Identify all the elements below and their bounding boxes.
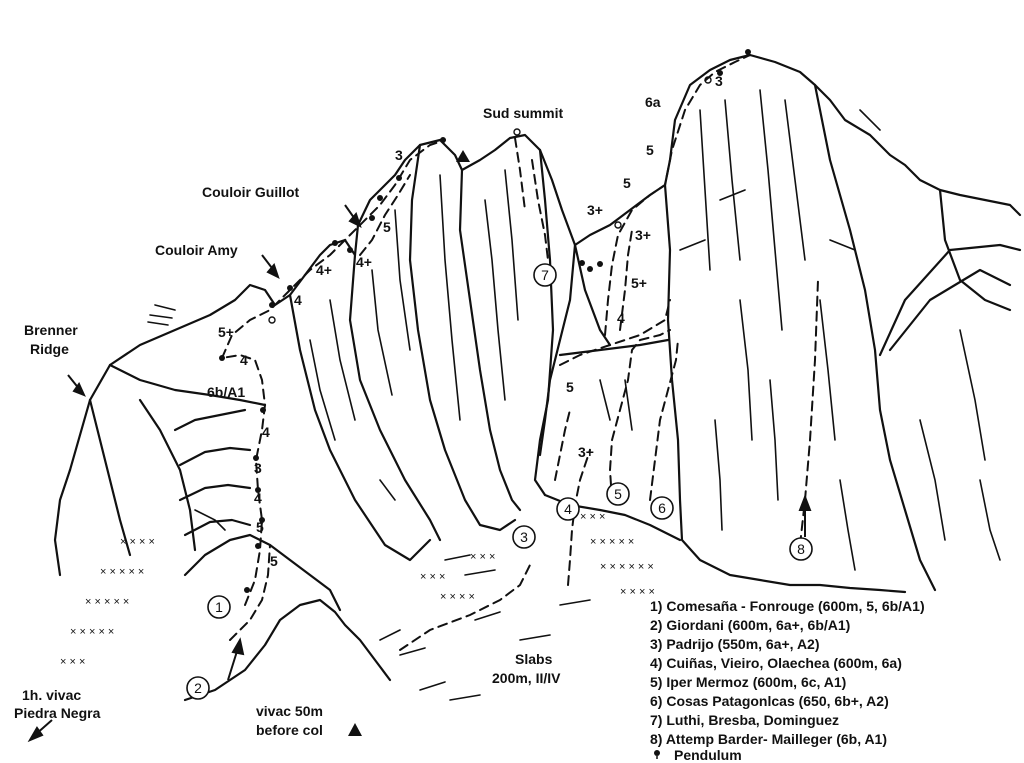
pendulum-icon (654, 750, 660, 756)
grade-label: 5 (623, 175, 631, 191)
svg-text:× × × × × ×: × × × × × × (600, 561, 654, 573)
route-number-4: 4 (564, 501, 572, 517)
grade-label: 4 (262, 424, 270, 440)
route-number-1: 1 (215, 599, 223, 615)
svg-text:× × ×: × × × (580, 511, 605, 523)
grade-label: 5 (256, 519, 264, 535)
rock-texture (147, 89, 1001, 701)
route-number-markers: 1 2 3 4 5 6 7 8 (186, 263, 813, 700)
grade-label: 4 (617, 310, 625, 326)
routes (221, 54, 819, 651)
route-number-5: 5 (614, 486, 622, 502)
svg-text:× × × ×: × × × × (620, 586, 655, 598)
grade-label: 3 (395, 147, 403, 163)
rock-outlines (53, 53, 1022, 702)
grade-label: 4 (294, 292, 302, 308)
legend-item: 3) Padrijo (550m, 6a+, A2) (650, 636, 820, 652)
legend-item: 2) Giordani (600m, 6a+, 6b/A1) (650, 617, 850, 633)
route-number-6: 6 (658, 500, 666, 516)
route-number-7: 7 (541, 267, 549, 283)
svg-text:× × ×: × × × (60, 656, 85, 668)
pitch-grades: 3 6a 5 5 3+ 3+ 5+ 4 5 3+ 4+ 5 4+ 4 5+ 4 … (207, 73, 723, 569)
legend-pendulum-label: Pendulum (674, 747, 742, 763)
grade-label: 6a (645, 94, 661, 110)
grade-label: 5 (566, 379, 574, 395)
couloir-amy-label: Couloir Amy (155, 242, 238, 258)
sud-summit-label: Sud summit (483, 105, 563, 121)
svg-text:× × ×: × × × (420, 571, 445, 583)
svg-text:× × × × ×: × × × × × (70, 626, 114, 638)
vivac-col-triangle-icon (348, 723, 362, 736)
grade-label: 5 (646, 142, 654, 158)
scree-field: × × × × × × × × × × × × × × × × × × × × … (60, 511, 655, 668)
grade-label: 3 (254, 460, 262, 476)
brenner-ridge-label-line1: Brenner (24, 322, 78, 338)
svg-text:× × ×: × × × (470, 551, 495, 563)
route-number-8: 8 (797, 541, 805, 557)
vivac-left-label-line2: Piedra Negra (14, 705, 101, 721)
grade-label: 5 (383, 219, 391, 235)
grade-label: 4 (240, 352, 248, 368)
slabs-label-line2: 200m, II/IV (492, 670, 561, 686)
legend-item: 4) Cuiñas, Vieiro, Olaechea (600m, 6a) (650, 655, 902, 671)
belay-dots (219, 49, 751, 593)
svg-text:× × × ×: × × × × (440, 591, 475, 603)
grade-label: 5 (270, 553, 278, 569)
grade-label: 6b/A1 (207, 384, 245, 400)
svg-text:× × × ×: × × × × (120, 536, 155, 548)
grade-label: 3+ (587, 202, 603, 218)
svg-text:× × × × ×: × × × × × (590, 536, 634, 548)
route-number-3: 3 (520, 529, 528, 545)
legend-item: 8) Attemp Barder- Mailleger (6b, A1) (650, 731, 887, 747)
grade-label: 3 (715, 73, 723, 89)
route-legend: 1) Comesaña - Fonrouge (600m, 5, 6b/A1) … (650, 598, 925, 763)
grade-label: 5+ (631, 275, 647, 291)
svg-text:× × × × ×: × × × × × (85, 596, 129, 608)
vivac-left-label-line1: 1h. vivac (22, 687, 81, 703)
brenner-ridge-label-line2: Ridge (30, 341, 69, 357)
legend-item: 6) Cosas Patagonlcas (650, 6b+, A2) (650, 693, 889, 709)
svg-text:× × × × ×: × × × × × (100, 566, 144, 578)
arrows (27, 204, 812, 743)
place-labels: Sud summit Couloir Guillot Couloir Amy B… (14, 105, 563, 738)
legend-item: 5) Iper Mermoz (600m, 6c, A1) (650, 674, 846, 690)
route-number-2: 2 (194, 680, 202, 696)
vivac-col-label-line1: vivac 50m (256, 703, 323, 719)
grade-label: 5+ (218, 324, 234, 340)
couloir-guillot-label: Couloir Guillot (202, 184, 300, 200)
legend-item: 1) Comesaña - Fonrouge (600m, 5, 6b/A1) (650, 598, 925, 614)
legend-item: 7) Luthi, Bresba, Dominguez (650, 712, 839, 728)
slabs-label-line1: Slabs (515, 651, 553, 667)
vivac-col-label-line2: before col (256, 722, 323, 738)
grade-label: 4+ (316, 262, 332, 278)
grade-label: 3+ (578, 444, 594, 460)
grade-label: 4 (254, 490, 262, 506)
grade-label: 3+ (635, 227, 651, 243)
grade-label: 4+ (356, 254, 372, 270)
